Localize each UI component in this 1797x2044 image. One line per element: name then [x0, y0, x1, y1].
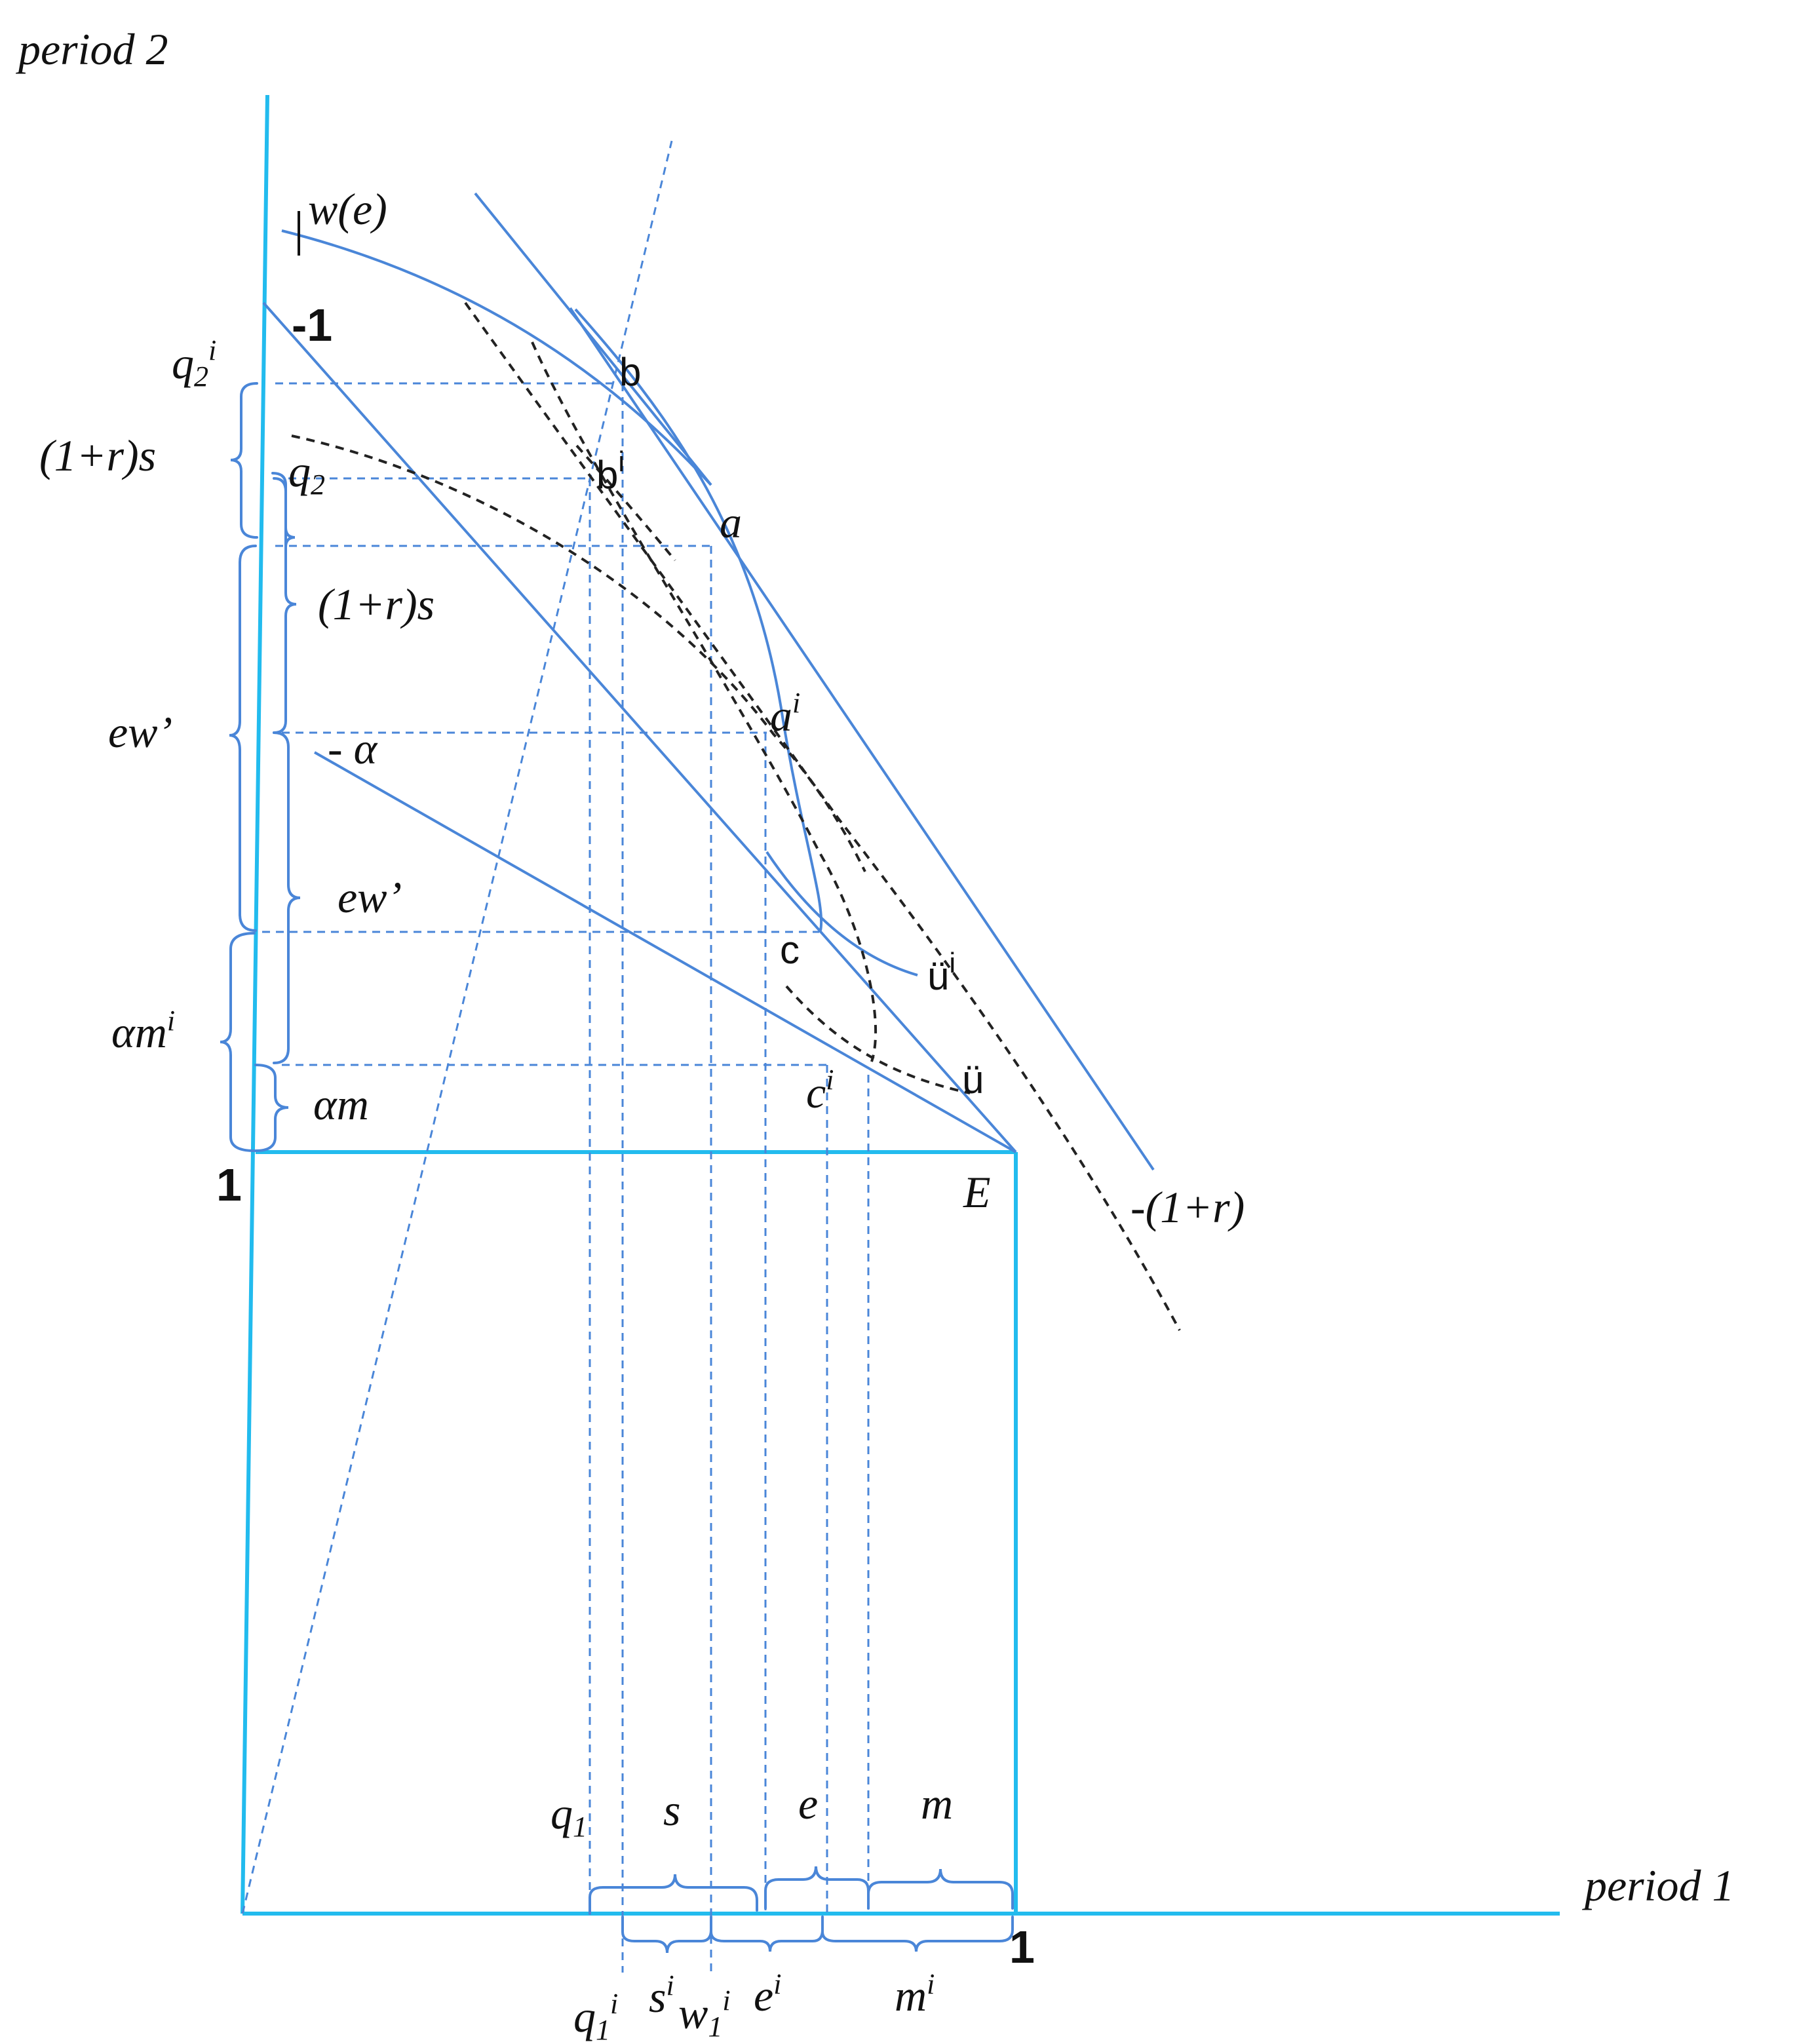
x-axis-label: period 1 [1582, 1861, 1735, 1910]
brace-q2 [271, 472, 296, 548]
slope-minus-one-label: -1 [292, 299, 332, 351]
brace-s [589, 1874, 758, 1915]
brace-one-plus-r-s-inner [273, 477, 297, 734]
q2-label: q2 [288, 446, 325, 501]
ew-inner-label: ew’ [338, 872, 402, 922]
s-label: s [663, 1785, 680, 1835]
dashed-curve-b-short [575, 444, 676, 562]
y-axis-label: period 2 [16, 24, 168, 74]
brace-one-plus-r-s-outer [230, 382, 258, 539]
black-dashed-curves [291, 301, 1181, 1331]
w-e-label: w(e) [308, 184, 387, 234]
m-i-label: mi [895, 1968, 935, 2020]
brace-e [764, 1866, 870, 1910]
point-a-i-label: ai [770, 687, 800, 741]
point-b-label: b [619, 350, 641, 394]
q1-label: q1 [551, 1788, 587, 1843]
point-u-label: ü [962, 1058, 984, 1102]
point-b-i-label: bi [596, 446, 625, 497]
slope-minus-one-plus-r-label: -(1+r) [1130, 1182, 1245, 1232]
ray-from-origin [241, 140, 673, 1914]
left-braces [220, 382, 301, 1152]
e-label: e [798, 1779, 818, 1828]
brace-ew-inner [273, 731, 301, 1064]
q2-i-label: q2i [172, 334, 216, 393]
brace-s-i [621, 1916, 712, 1954]
blue-curves [262, 192, 1155, 1171]
point-a-label: a [720, 497, 742, 547]
q1-i-label: q1i [573, 1988, 618, 2044]
dashed-curve-u [785, 985, 971, 1094]
budget-line-minus-one-plus-r [569, 307, 1155, 1171]
brace-e-i [710, 1916, 824, 1952]
transformation-curve [574, 308, 823, 931]
point-E-label: E [963, 1167, 991, 1217]
brace-m [867, 1868, 1014, 1910]
y-one-label: 1 [216, 1159, 242, 1210]
dashed-curve-b-i [291, 434, 866, 872]
slope-minus-alpha-label: - α [328, 723, 378, 773]
e-i-label: ei [754, 1968, 781, 2020]
axes-group [241, 94, 1560, 1916]
y-axis [241, 94, 269, 1914]
indifference-curve-u-i [765, 851, 918, 976]
brace-alpha-m-i [220, 932, 256, 1152]
tangent-line-b [474, 192, 712, 486]
x-one-label: 1 [1009, 1921, 1035, 1973]
s-i-label: si [649, 1969, 674, 2022]
dashed-curve-inner [531, 341, 878, 1062]
budget-line-minus-1 [262, 301, 1017, 1153]
dashed-curve-outer [464, 301, 1181, 1331]
one-plus-r-s-inner-label: (1+r)s [318, 579, 435, 629]
w1-i-label: w1i [678, 1984, 731, 2043]
alpha-m-i-label: αmi [111, 1005, 175, 1057]
ew-outer-label: ew’ [108, 707, 172, 757]
brace-alpha-m [254, 1064, 289, 1152]
vertical-guides [589, 383, 870, 1973]
one-plus-r-s-outer-label: (1+r)s [39, 431, 156, 480]
bottom-braces [589, 1866, 1014, 1954]
point-u-i-label: üi [927, 947, 956, 998]
alpha-m-label: αm [313, 1079, 369, 1129]
brace-ew-outer [229, 545, 257, 932]
brace-m-i [821, 1916, 1014, 1952]
point-c-i-label: ci [806, 1064, 834, 1117]
m-label: m [921, 1779, 953, 1828]
budget-line-minus-alpha [314, 751, 1016, 1153]
point-c-label: c [780, 928, 800, 972]
w-e-curve [281, 229, 712, 486]
horizontal-guides [262, 382, 827, 1066]
